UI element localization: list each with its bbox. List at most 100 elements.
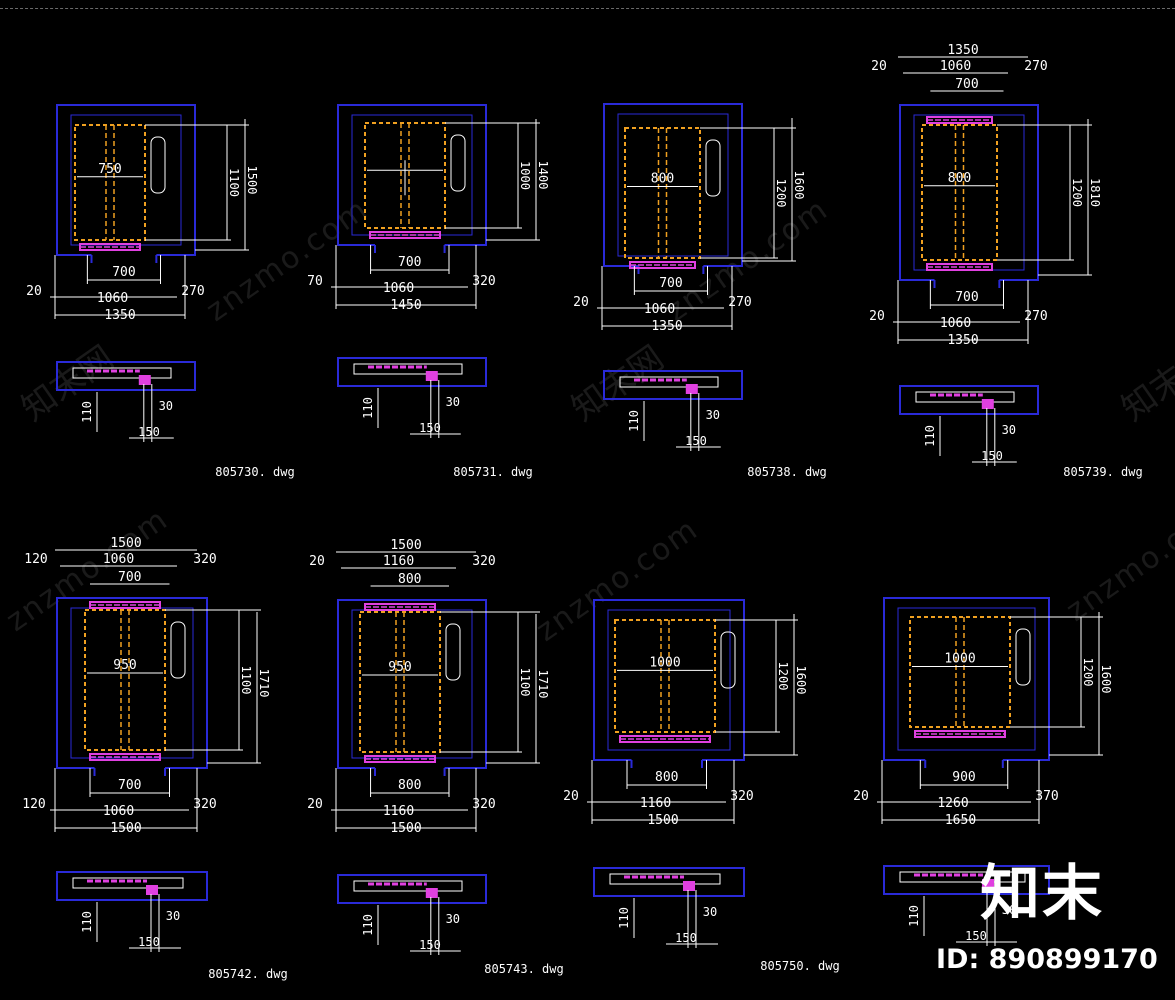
left-clearance-label: 20: [573, 295, 589, 310]
inner-width-label: 750: [98, 162, 121, 177]
shaft-depth-label: 1710: [257, 669, 271, 698]
sill-dimension-a-label: 110: [907, 905, 921, 927]
shaft-inner-wall: [351, 609, 473, 759]
sill-detail-track: [72, 877, 184, 889]
car-depth-label: 1200: [776, 662, 790, 691]
top-door-label: 800: [398, 572, 421, 587]
sill-dimension-b-label: 30: [706, 408, 720, 422]
sill-detail-frame: [603, 370, 743, 400]
top-right-clearance-label: 270: [1024, 59, 1047, 74]
opening-width-label: 1060: [103, 804, 134, 819]
shaft-depth-label: 1400: [536, 161, 550, 190]
car-outline: [909, 616, 1011, 728]
top-overall-label: 1350: [947, 43, 978, 58]
dwg-file-name: 805742. dwg: [208, 967, 287, 981]
dwg-file-name: 805739. dwg: [1063, 465, 1142, 479]
top-left-clearance-label: 120: [24, 552, 47, 567]
car-outline: [84, 609, 166, 751]
shaft-depth-label: 1600: [794, 666, 808, 695]
shaft-outline: [883, 597, 1050, 761]
inner-width-label: 800: [651, 172, 674, 187]
car-depth-label: 1200: [1070, 178, 1084, 207]
overall-width-label: 1500: [647, 813, 678, 828]
sill-detail-frame: [337, 357, 487, 387]
right-clearance-label: 270: [1024, 309, 1047, 324]
znzmo-logo: 知末: [980, 859, 1104, 929]
shaft-inner-wall: [617, 113, 729, 257]
sill-detail-frame: [56, 871, 208, 901]
door-width-label: 800: [398, 778, 421, 793]
sill-detail-hanger: [683, 881, 695, 891]
left-clearance-label: 20: [563, 789, 579, 804]
inner-width-label: 800: [948, 171, 971, 186]
top-door-label: 700: [118, 570, 141, 585]
shaft-outline: [56, 597, 208, 769]
left-clearance-label: 70: [307, 274, 323, 289]
right-clearance-label: 320: [472, 274, 495, 289]
sill-dimension-c-label: 150: [138, 935, 160, 949]
inner-width-label: 1000: [944, 652, 975, 667]
dwg-file-name: 805743. dwg: [484, 962, 563, 976]
top-overall-label: 1500: [390, 538, 421, 553]
sill-detail-track: [353, 880, 463, 892]
dwg-file-name: 805730. dwg: [215, 465, 294, 479]
left-clearance-label: 20: [26, 284, 42, 299]
counterweight: [445, 623, 461, 681]
sill-dimension-a-label: 110: [80, 911, 94, 933]
sill-detail-hanger: [425, 888, 438, 898]
counterweight: [1015, 628, 1031, 686]
dwg-file-name: 805731. dwg: [453, 465, 532, 479]
car-outline: [921, 124, 998, 261]
sill-dimension-c-label: 150: [965, 929, 987, 943]
sill-detail-hanger: [981, 399, 994, 409]
car-outline: [364, 122, 446, 229]
right-clearance-label: 320: [472, 797, 495, 812]
inner-width-label: 950: [388, 660, 411, 675]
top-opening-label: 1060: [103, 552, 134, 567]
top-left-clearance-label: 20: [871, 59, 887, 74]
overall-width-label: 1500: [390, 821, 421, 836]
shaft-depth-label: 1600: [792, 171, 806, 200]
car-depth-label: 1100: [227, 168, 241, 197]
inner-width-label: 1000: [649, 655, 680, 670]
overall-width-label: 1450: [390, 298, 421, 313]
right-clearance-label: 270: [181, 284, 204, 299]
sill-dimension-c-label: 150: [419, 421, 441, 435]
shaft-inner-wall: [897, 607, 1036, 751]
image-id-label: ID: 890899170: [936, 944, 1158, 975]
sill-detail-hanger: [138, 375, 151, 385]
top-dashed-border: [0, 8, 1175, 9]
sill-detail-track: [72, 367, 172, 379]
opening-width-label: 1160: [640, 796, 671, 811]
sill-detail-hanger: [685, 384, 698, 394]
counterweight: [705, 139, 721, 197]
shaft-depth-label: 1500: [245, 166, 259, 195]
sill-detail-hanger: [425, 371, 438, 381]
car-outline: [359, 611, 441, 753]
sill-dimension-b-label: 30: [166, 909, 180, 923]
sill-dimension-b-label: 30: [703, 905, 717, 919]
shaft-inner-wall: [607, 609, 731, 751]
top-right-clearance-label: 320: [193, 552, 216, 567]
overall-width-label: 1500: [110, 821, 141, 836]
sill-dimension-b-label: 30: [1002, 903, 1016, 917]
sill-detail-track: [609, 873, 721, 885]
sill-detail-frame: [56, 361, 196, 391]
overall-width-label: 1650: [945, 813, 976, 828]
top-overall-label: 1500: [110, 536, 141, 551]
dwg-file-name: 805750. dwg: [760, 959, 839, 973]
car-depth-label: 1200: [774, 179, 788, 208]
counterweight: [170, 621, 186, 679]
sill-dimension-a-label: 110: [617, 907, 631, 929]
shaft-inner-wall: [351, 114, 473, 236]
opening-width-label: 1060: [97, 291, 128, 306]
sill-detail-hanger: [982, 879, 994, 889]
shaft-inner-wall: [70, 607, 194, 759]
shaft-depth-label: 1600: [1099, 665, 1113, 694]
overall-width-label: 1350: [947, 333, 978, 348]
